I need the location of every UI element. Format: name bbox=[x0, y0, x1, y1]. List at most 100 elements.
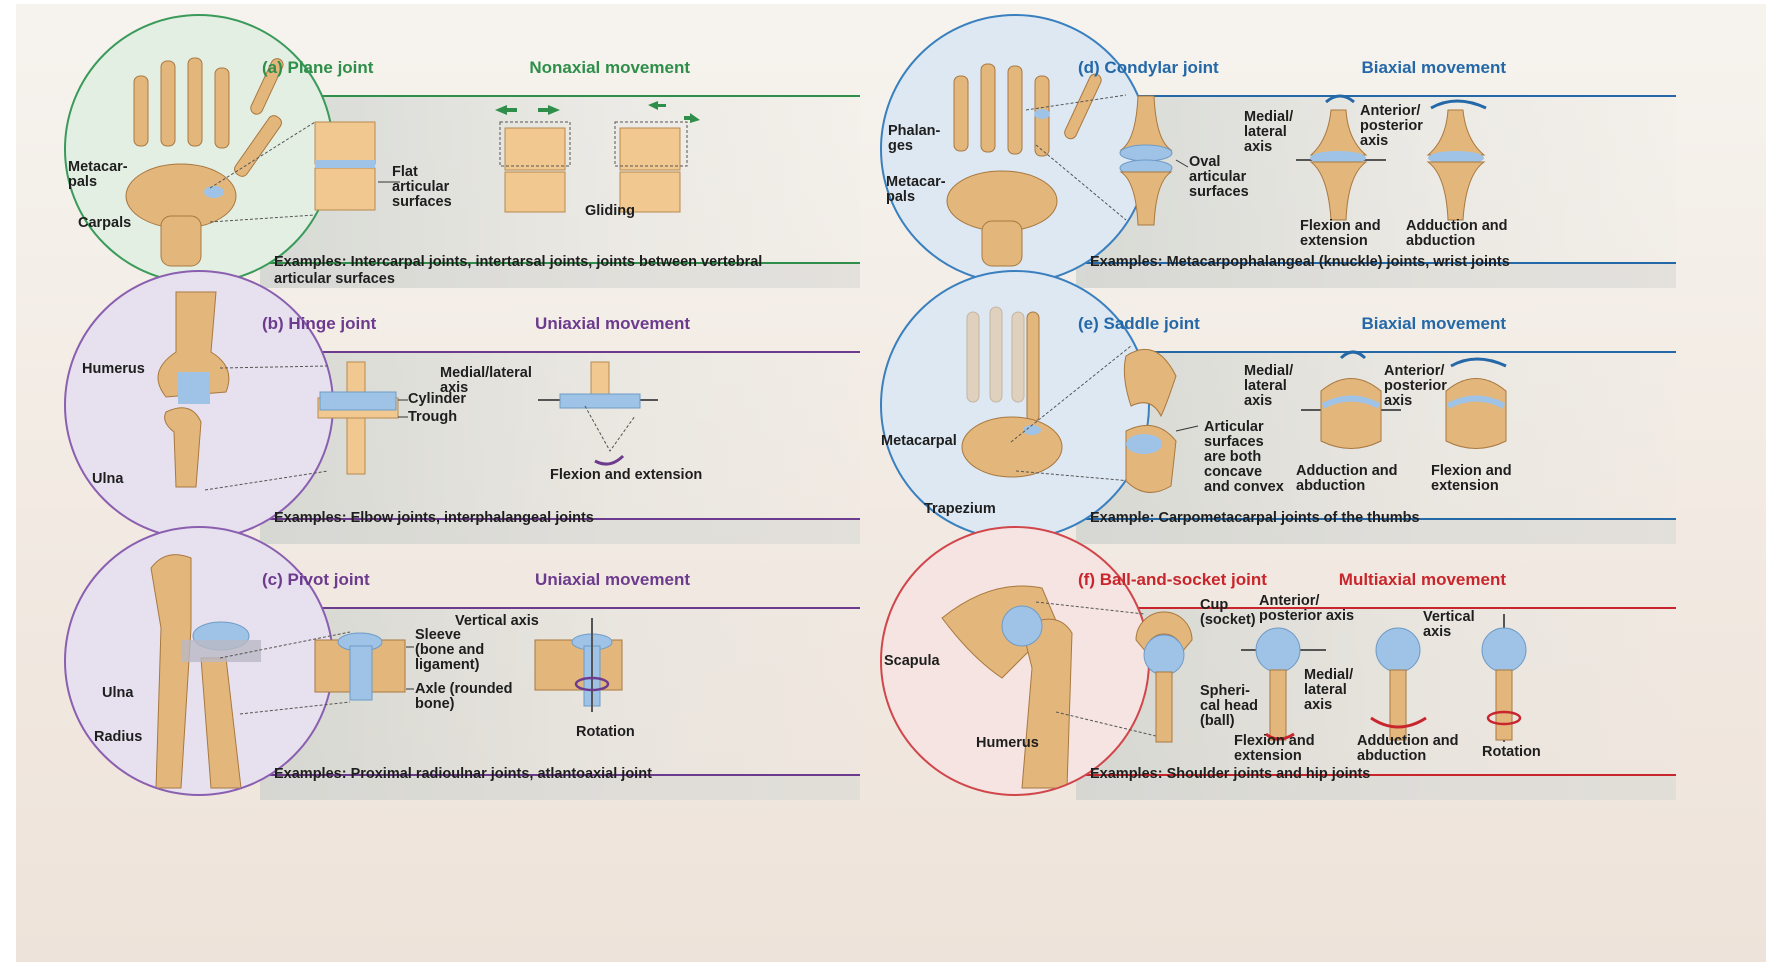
cup-ball-model bbox=[1135, 611, 1193, 743]
panel-title: (b) Hinge joint bbox=[262, 314, 377, 333]
label-vertical-axis: Vertical axis bbox=[455, 613, 539, 629]
label-cylinder: Cylinder bbox=[408, 391, 467, 407]
label-metacarpal: Metacarpal bbox=[881, 433, 957, 449]
ball-socket-diagrams bbox=[1035, 601, 1527, 743]
header-rule bbox=[1086, 351, 1676, 353]
label-adduction-abduction: Adduction and abduction bbox=[1296, 463, 1398, 494]
gliding-block-right bbox=[614, 121, 688, 213]
label-flexion-extension: Flexion and extension bbox=[1300, 218, 1381, 249]
gliding-block-left bbox=[499, 121, 571, 213]
footer-rule bbox=[270, 262, 860, 264]
forearm-inset-circle bbox=[64, 526, 334, 796]
examples-text: Examples: Proximal radioulnar joints, at… bbox=[274, 766, 652, 782]
label-adduction-abduction: Adduction and abduction bbox=[1357, 733, 1459, 764]
label-medial-lateral-axis: Medial/ lateral axis bbox=[1304, 667, 1354, 713]
panel-saddle-joint: (e) Saddle joint Biaxial movement Metaca… bbox=[826, 266, 1686, 546]
thumb-skeleton-illustration bbox=[961, 306, 1063, 478]
rotation-ball-model bbox=[1481, 614, 1527, 742]
label-metacarpals: Metacar- pals bbox=[886, 174, 946, 205]
flat-surfaces-blocks bbox=[314, 121, 376, 211]
label-adduction-abduction: Adduction and abduction bbox=[1406, 218, 1508, 249]
examples-text: Example: Carpometacarpal joints of the t… bbox=[1090, 510, 1420, 526]
footer-rule bbox=[1086, 774, 1676, 776]
label-rotation: Rotation bbox=[576, 724, 635, 740]
movement-type: Biaxial movement bbox=[1361, 314, 1506, 333]
panel-band bbox=[1076, 352, 1676, 544]
header-rule bbox=[1086, 95, 1676, 97]
cylinder-trough-model bbox=[317, 361, 399, 475]
hinge-motion-model bbox=[538, 361, 658, 466]
label-medial-lateral-axis: Medial/ lateral axis bbox=[1244, 363, 1294, 409]
label-sleeve: Sleeve (bone and ligament) bbox=[415, 627, 485, 673]
footer-rule bbox=[1086, 518, 1676, 520]
label-flexion-extension: Flexion and extension bbox=[1431, 463, 1512, 494]
label-articular-surfaces: Articular surfaces are both concave and … bbox=[1204, 419, 1284, 495]
panel-title: (f) Ball-and-socket joint bbox=[1078, 570, 1267, 589]
label-cup-socket: Cup (socket) bbox=[1200, 597, 1256, 628]
hand-skeleton-illustration bbox=[946, 63, 1102, 267]
radioulnar-illustration bbox=[150, 554, 261, 789]
oval-surfaces-model bbox=[1119, 95, 1173, 226]
movement-type: Uniaxial movement bbox=[535, 570, 690, 589]
shoulder-inset-circle bbox=[880, 526, 1150, 796]
examples-text: Examples: Shoulder joints and hip joints bbox=[1090, 766, 1371, 782]
footer-rule bbox=[270, 774, 860, 776]
examples-band bbox=[1086, 776, 1676, 800]
label-radius: Radius bbox=[94, 729, 143, 745]
label-vertical-axis: Vertical axis bbox=[1423, 609, 1475, 640]
panel-plane-joint: (a) Plane joint Nonaxial movement Metaca… bbox=[10, 10, 870, 290]
examples-band bbox=[1086, 520, 1676, 544]
label-axle: Axle (rounded bone) bbox=[415, 681, 513, 712]
label-scapula: Scapula bbox=[884, 653, 940, 669]
adduction-abduction-model bbox=[1426, 99, 1487, 221]
panel-condylar-joint: (d) Condylar joint Biaxial movement Phal… bbox=[826, 10, 1686, 290]
label-trough: Trough bbox=[408, 409, 458, 425]
sleeve-axle-model bbox=[314, 632, 406, 701]
shoulder-illustration bbox=[941, 585, 1073, 789]
label-ulna: Ulna bbox=[102, 685, 134, 701]
label-flat-articular-surfaces: Flat articular surfaces bbox=[392, 164, 452, 210]
elbow-inset-circle bbox=[64, 270, 334, 540]
label-oval-articular-surfaces: Oval articular surfaces bbox=[1189, 154, 1249, 200]
label-humerus: Humerus bbox=[82, 361, 145, 377]
label-gliding: Gliding bbox=[585, 203, 635, 219]
examples-band bbox=[270, 264, 860, 288]
panel-title: (c) Pivot joint bbox=[262, 570, 370, 589]
hinge-joint-diagrams bbox=[204, 361, 658, 491]
panel-title: (e) Saddle joint bbox=[1078, 314, 1200, 333]
label-phalanges: Phalan- ges bbox=[888, 123, 941, 154]
elbow-illustration bbox=[157, 291, 230, 488]
panel-pivot-joint: (c) Pivot joint Uniaxial movement Ulna R… bbox=[10, 522, 870, 802]
footer-rule bbox=[270, 518, 860, 520]
panel-title: (d) Condylar joint bbox=[1078, 58, 1219, 77]
movement-type: Nonaxial movement bbox=[529, 58, 690, 77]
saddle-surfaces-model bbox=[1123, 348, 1177, 493]
flexion-extension-ball-model bbox=[1241, 627, 1326, 741]
panel-hinge-joint: (b) Hinge joint Uniaxial movement Humeru… bbox=[10, 266, 870, 546]
header-rule bbox=[270, 351, 860, 353]
label-anterior-posterior-axis: Anterior/ posterior axis bbox=[1360, 103, 1423, 149]
label-rotation: Rotation bbox=[1482, 744, 1541, 760]
plane-joint-diagrams bbox=[209, 101, 700, 223]
footer-rule bbox=[1086, 262, 1676, 264]
examples-text: Examples: Metacarpophalangeal (knuckle) … bbox=[1090, 254, 1510, 270]
rotation-model bbox=[534, 618, 623, 712]
label-trapezium: Trapezium bbox=[924, 501, 996, 517]
saddle-joint-diagrams bbox=[1010, 345, 1507, 493]
panel-band bbox=[1076, 96, 1676, 288]
label-metacarpals: Metacar- pals bbox=[68, 159, 128, 190]
pivot-joint-diagrams bbox=[219, 618, 623, 715]
label-carpals: Carpals bbox=[78, 215, 132, 231]
header-rule bbox=[270, 95, 860, 97]
examples-band bbox=[270, 520, 860, 544]
label-flexion-extension: Flexion and extension bbox=[1234, 733, 1315, 764]
condylar-joint-diagrams bbox=[1025, 94, 1487, 226]
label-humerus: Humerus bbox=[976, 735, 1039, 751]
glide-arrows bbox=[495, 101, 700, 123]
examples-text: Examples: Elbow joints, interphalangeal … bbox=[274, 510, 594, 526]
examples-band bbox=[270, 776, 860, 800]
saddle-adduction-model bbox=[1301, 350, 1401, 449]
panel-ball-and-socket-joint: (f) Ball-and-socket joint Multiaxial mov… bbox=[826, 522, 1686, 802]
thumb-inset-circle bbox=[880, 270, 1150, 540]
